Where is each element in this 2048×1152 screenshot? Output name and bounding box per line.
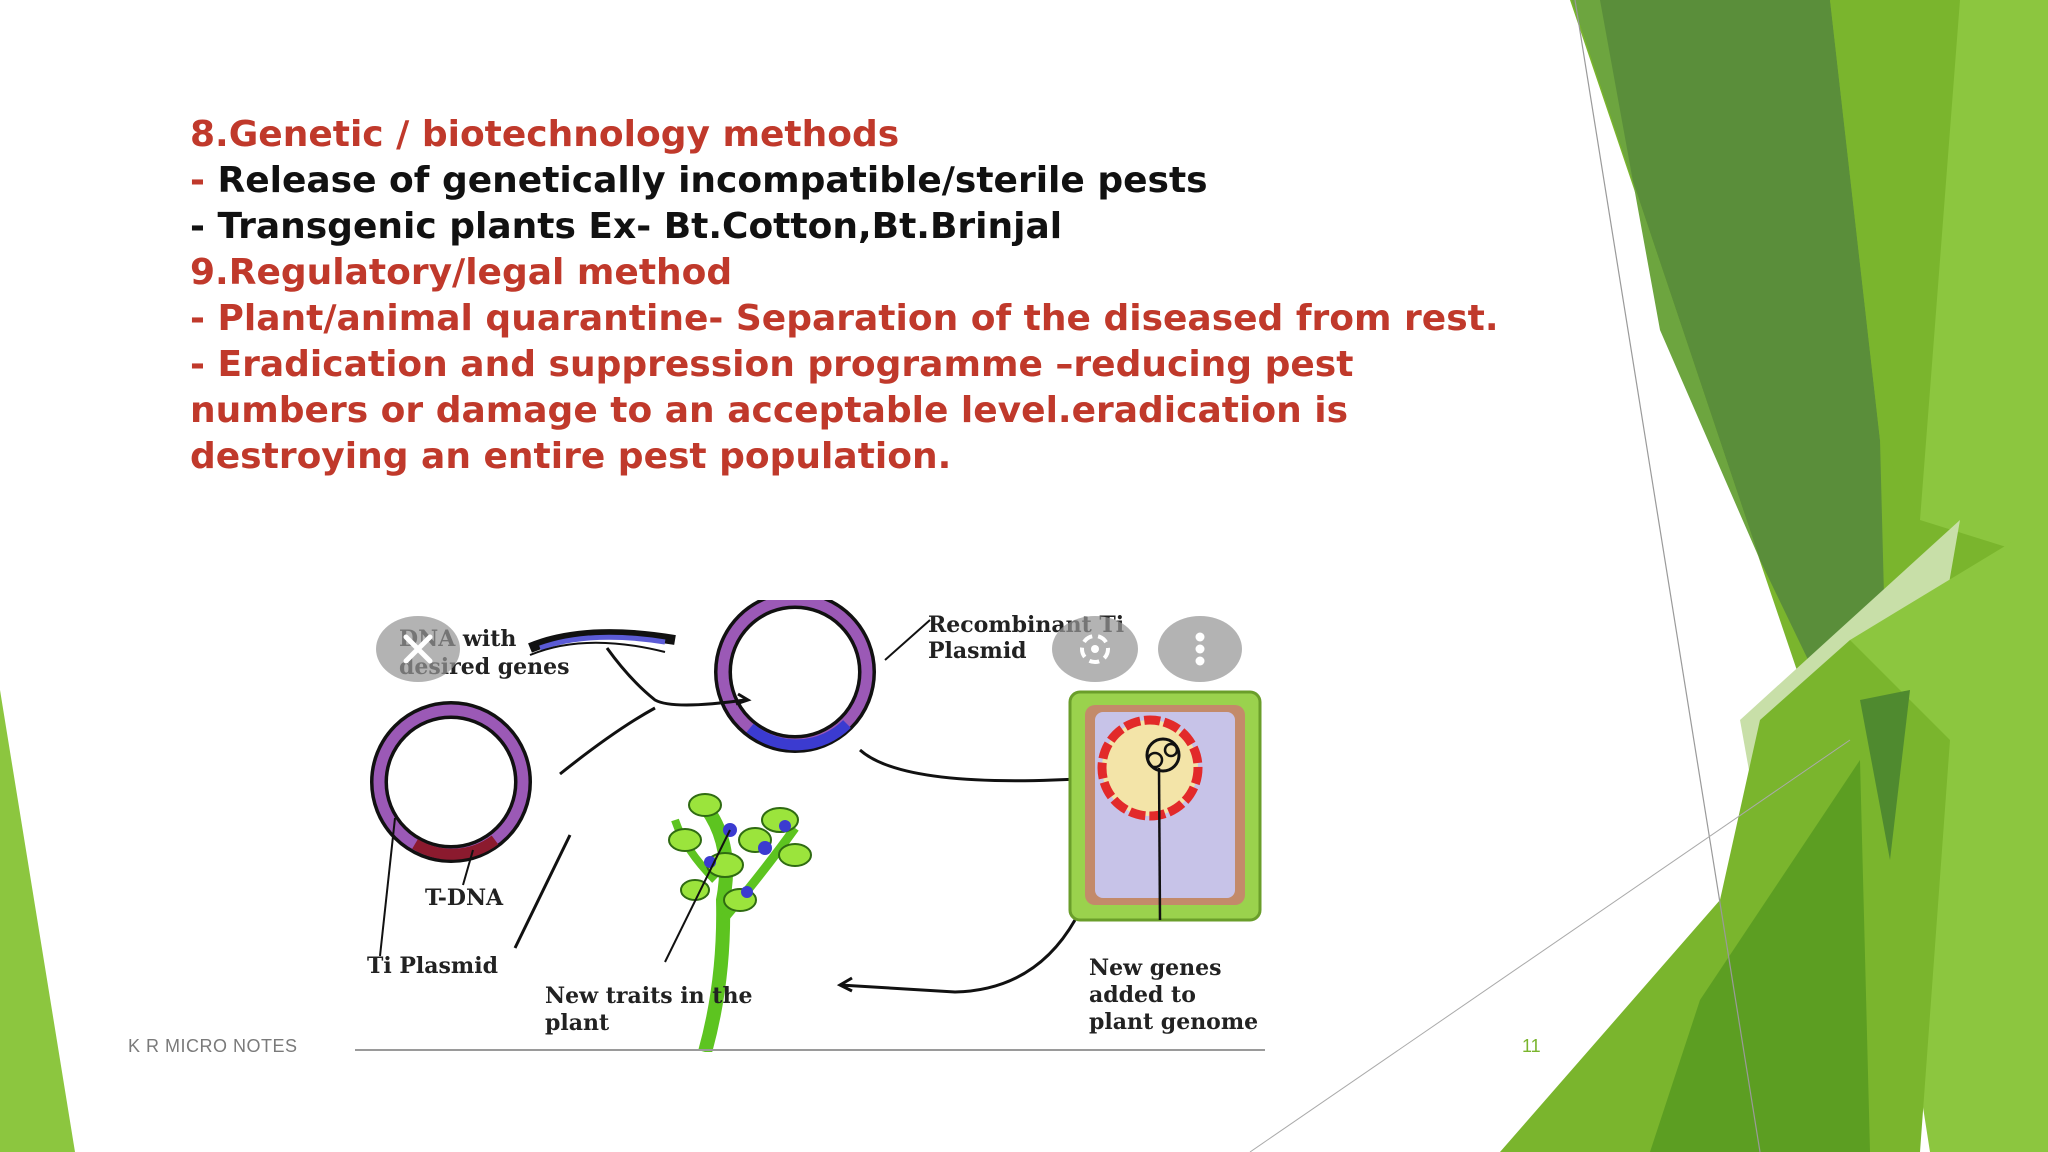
ti-plasmid-diagram: DNA with desired genes Recombinant Ti Pl… [355,600,1265,1052]
dna-fragment [528,629,676,656]
bullet-quarantine: - Plant/animal quarantine- Separation of… [190,298,1499,339]
label-new-traits-line1: New traits in the [545,983,752,1009]
heading-regulatory-method: 9.Regulatory/legal method [190,252,733,293]
label-new-genes-line1: New genes [1089,955,1221,981]
more-vertical-icon [1195,632,1205,666]
more-options-button[interactable] [1158,616,1242,682]
recombinant-plasmid-ring [714,600,876,753]
close-icon [403,634,433,664]
label-recombinant-line2: Plasmid [928,638,1027,664]
heading-genetic-methods: 8.Genetic / biotechnology methods [190,114,900,155]
slide-number: 11 [1522,1036,1541,1056]
label-ti-plasmid: Ti Plasmid [367,953,498,979]
bullet-transgenic-plants: - Transgenic plants Ex- Bt.Cotton,Bt.Bri… [190,206,1063,247]
label-new-genes-line3: plant genome [1089,1009,1258,1035]
bullet-eradication-line1: - Eradication and suppression programme … [190,344,1354,385]
bullet-eradication-line3: destroying an entire pest population. [190,436,952,477]
bullet-release-sterile-pests: - Release of genetically incompatible/st… [190,160,1208,201]
label-new-genes-line2: added to [1089,982,1196,1008]
lens-button[interactable] [1052,616,1138,682]
footer-author: K R MICRO NOTES [128,1036,298,1056]
plant-cell [1068,690,1262,922]
bullet-eradication-line2: numbers or damage to an acceptable level… [190,390,1348,431]
lens-icon [1080,634,1110,664]
close-overlay-button[interactable] [376,616,460,682]
label-tdna: T-DNA [425,885,504,911]
plant [664,793,812,1052]
arrows [513,647,1101,994]
ti-plasmid-ring [370,701,532,863]
label-new-traits-line2: plant [545,1010,610,1036]
